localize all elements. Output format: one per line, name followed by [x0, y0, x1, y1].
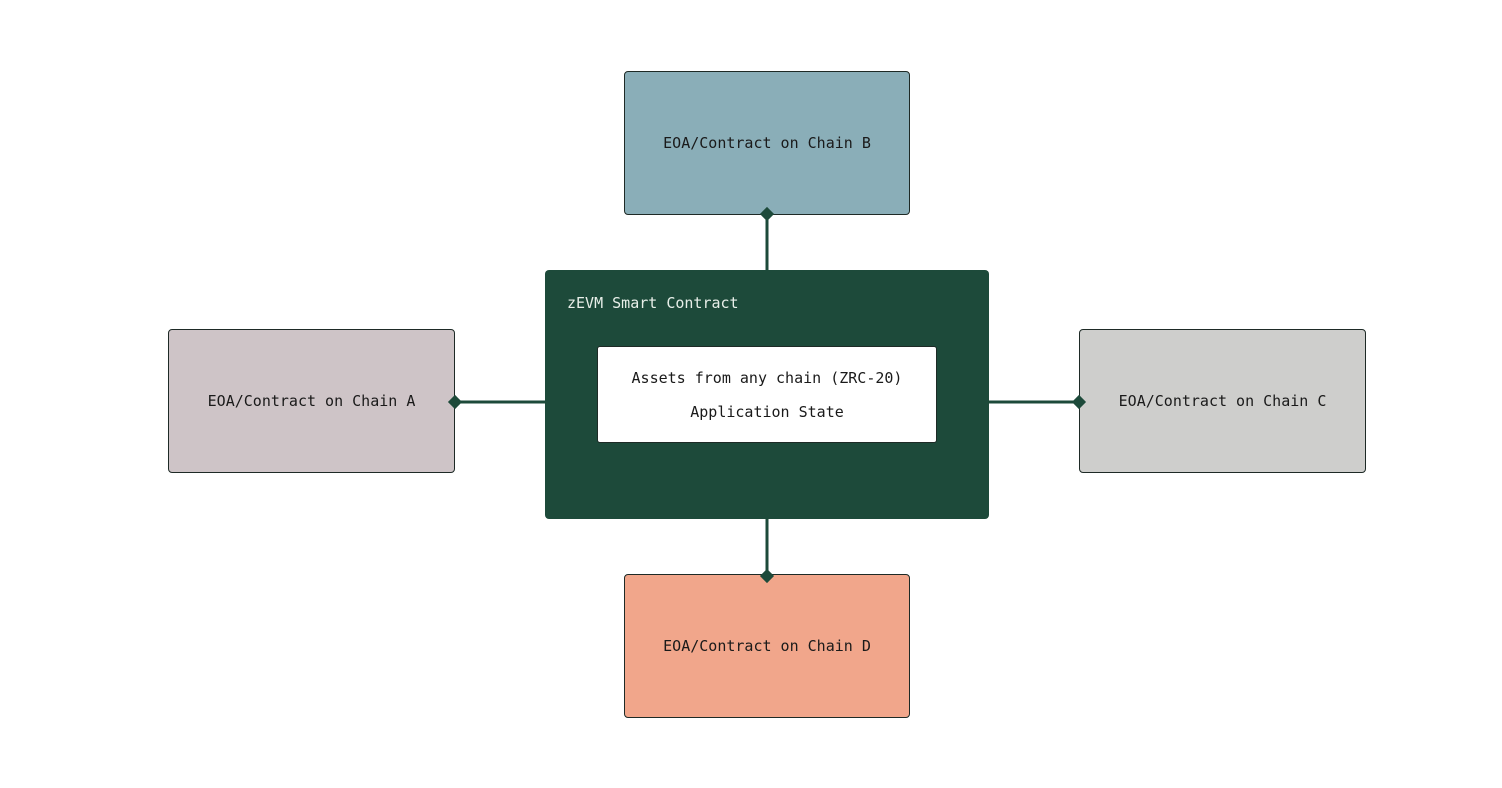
- hub-title: zEVM Smart Contract: [567, 294, 739, 312]
- chain-d-label: EOA/Contract on Chain D: [663, 637, 871, 655]
- chain-c-label: EOA/Contract on Chain C: [1118, 392, 1327, 410]
- chain-b-node: EOA/Contract on Chain B: [624, 71, 910, 215]
- application-state-line: Application State: [690, 402, 844, 421]
- chain-c-node: EOA/Contract on Chain C: [1079, 329, 1366, 473]
- chain-d-node: EOA/Contract on Chain D: [624, 574, 910, 718]
- chain-a-node: EOA/Contract on Chain A: [168, 329, 455, 473]
- zevm-smart-contract: zEVM Smart Contract Assets from any chai…: [545, 270, 989, 519]
- chain-b-label: EOA/Contract on Chain B: [663, 134, 871, 152]
- chain-a-label: EOA/Contract on Chain A: [207, 392, 416, 410]
- contract-state-box: Assets from any chain (ZRC-20) Applicati…: [597, 346, 937, 443]
- assets-line: Assets from any chain (ZRC-20): [631, 368, 903, 387]
